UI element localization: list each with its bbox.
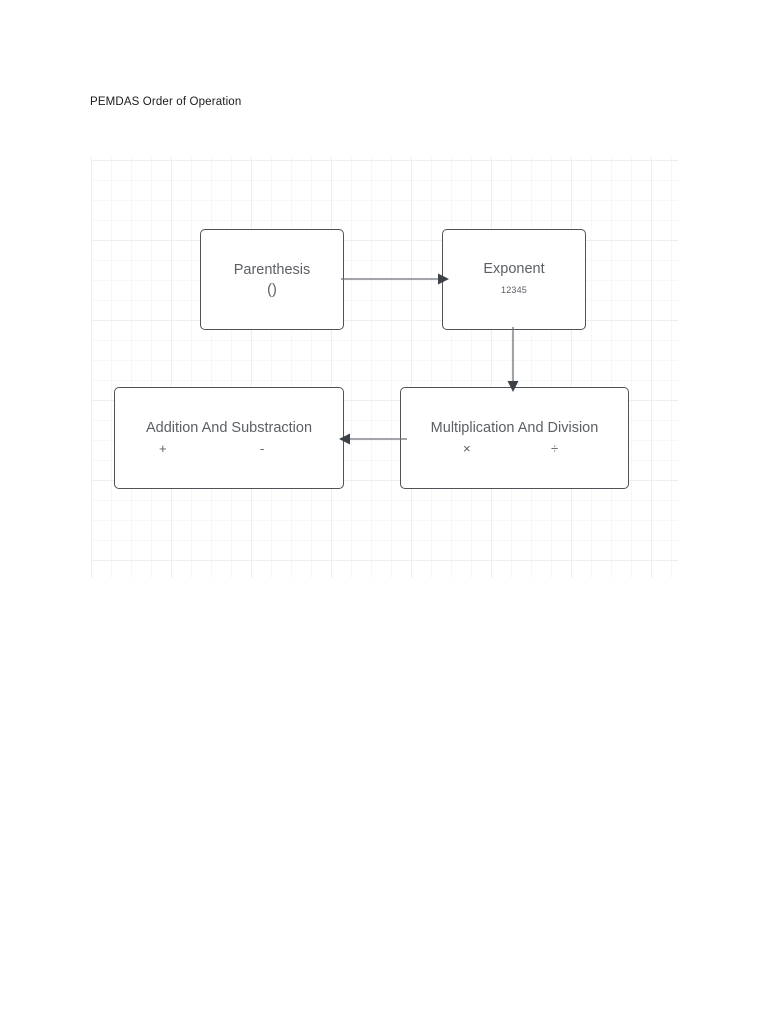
diagram-canvas: Parenthesis () Exponent 12345 Addition A…: [91, 157, 678, 578]
multiply-symbol: ×: [463, 440, 471, 456]
node-addition-subtraction-label: Addition And Substraction: [145, 419, 313, 436]
minus-symbol: -: [260, 440, 265, 456]
node-parenthesis[interactable]: Parenthesis (): [200, 229, 344, 330]
connector-parenthesis-to-exponent-arrow-icon: [341, 273, 449, 285]
node-addition-subtraction-symbols: + -: [115, 440, 343, 458]
node-addition-subtraction[interactable]: Addition And Substraction + -: [114, 387, 344, 489]
divide-symbol: ÷: [551, 440, 559, 456]
page-title: PEMDAS Order of Operation: [90, 96, 242, 108]
node-parenthesis-label: Parenthesis: [233, 261, 311, 278]
node-exponent[interactable]: Exponent 12345: [442, 229, 586, 330]
plus-symbol: +: [159, 440, 167, 456]
node-exponent-digits: 12345: [500, 285, 528, 295]
connector-multiplication-to-addition-arrow-icon: [339, 433, 407, 445]
node-parenthesis-symbol: (): [267, 281, 277, 298]
node-multiplication-division-symbols: × ÷: [401, 440, 628, 458]
connector-exponent-to-multiplication-arrow-icon: [507, 327, 519, 392]
node-multiplication-division[interactable]: Multiplication And Division × ÷: [400, 387, 629, 489]
node-exponent-label: Exponent: [483, 261, 545, 277]
node-multiplication-division-label: Multiplication And Division: [430, 419, 599, 436]
